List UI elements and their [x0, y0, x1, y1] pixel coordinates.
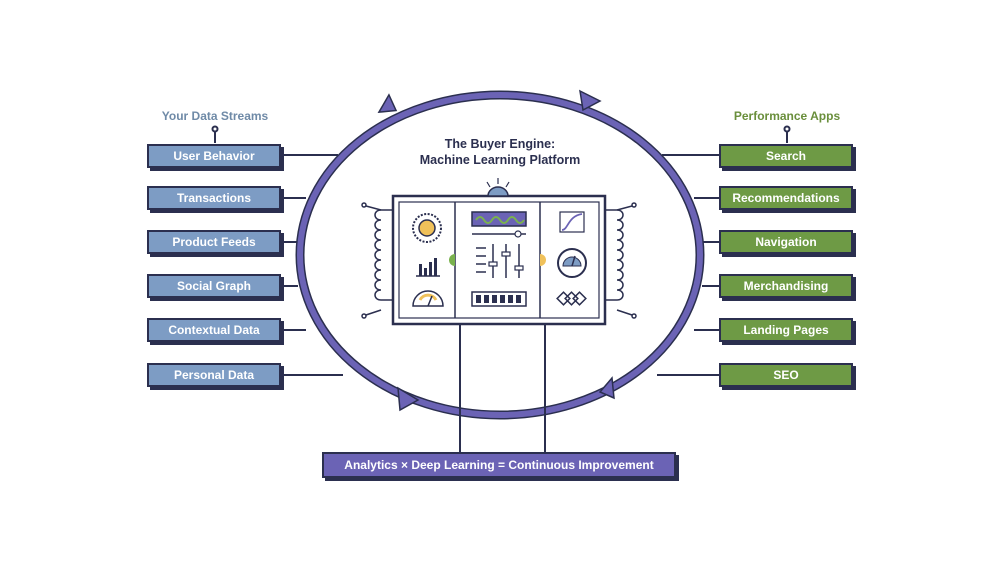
- loop-arrows: [377, 89, 615, 412]
- left-connectors: [283, 154, 343, 376]
- title-line-1: The Buyer Engine:: [444, 137, 556, 151]
- title-line-2: Machine Learning Platform: [419, 153, 581, 167]
- data-streams-header: Your Data Streams: [161, 109, 269, 123]
- stream-contextual-data: Contextual Data: [147, 318, 281, 342]
- stream-social-graph: Social Graph: [147, 274, 281, 298]
- stream-transactions: Transactions: [147, 186, 281, 210]
- stream-personal-data: Personal Data: [147, 363, 281, 387]
- app-navigation: Navigation: [719, 230, 853, 254]
- continuous-improvement-bar: Analytics × Deep Learning = Continuous I…: [322, 452, 676, 478]
- loop-circle: [297, 92, 703, 418]
- stream-user-behavior: User Behavior: [147, 144, 281, 168]
- app-landing-pages: Landing Pages: [719, 318, 853, 342]
- control-panel: [391, 178, 607, 326]
- app-seo: SEO: [719, 363, 853, 387]
- diagram-title: The Buyer Engine: Machine Learning Platf…: [390, 136, 610, 168]
- app-recommendations: Recommendations: [719, 186, 853, 210]
- support-lines: [459, 325, 546, 452]
- performance-apps-header: Performance Apps: [733, 109, 841, 123]
- header-pins: [211, 125, 791, 143]
- right-connectors: [657, 154, 719, 376]
- coils: [361, 202, 637, 319]
- app-merchandising: Merchandising: [719, 274, 853, 298]
- app-search: Search: [719, 144, 853, 168]
- stream-product-feeds: Product Feeds: [147, 230, 281, 254]
